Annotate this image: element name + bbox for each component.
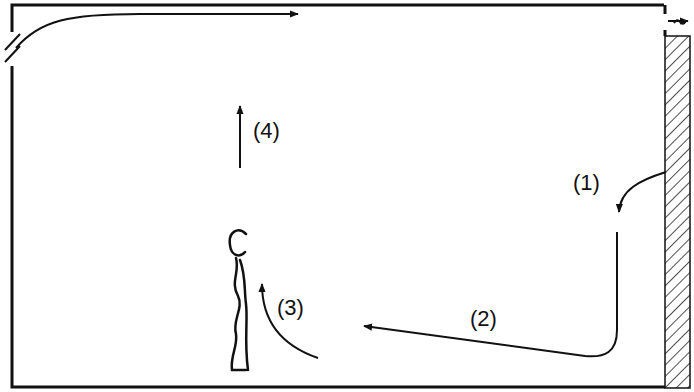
- callout-number: (3): [277, 297, 304, 319]
- callout-number: (4): [253, 120, 280, 142]
- outlet-edge: [664, 30, 667, 36]
- outlet-arrow: [668, 20, 688, 24]
- person-figure: [230, 230, 248, 370]
- inflow-arrow: [16, 14, 298, 48]
- inlet-opening: [5, 34, 20, 62]
- arrow-4: [239, 106, 241, 168]
- arrow-2: [364, 232, 617, 356]
- callout-number: (2): [470, 308, 497, 330]
- hatched-wall: [665, 36, 690, 388]
- arrow-1: [619, 172, 666, 212]
- callout-number: (1): [573, 172, 600, 194]
- room-outline: [12, 5, 665, 387]
- outlet-edge: [664, 5, 667, 14]
- arrow-3: [262, 284, 318, 358]
